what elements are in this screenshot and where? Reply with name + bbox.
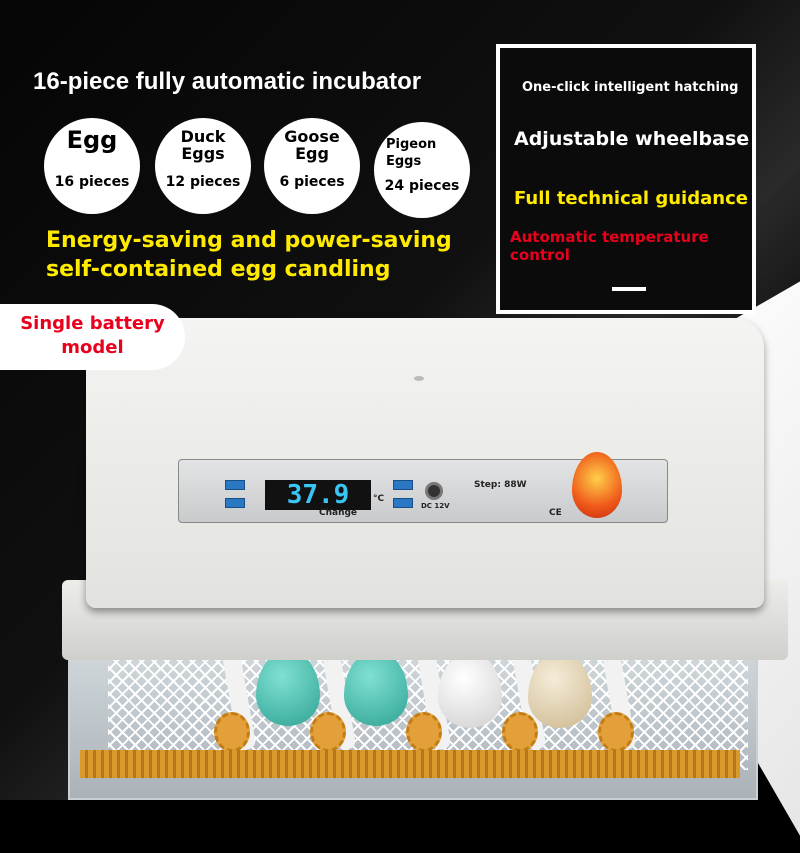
vent-hole [414,376,424,381]
feature-box: One-click intelligent hatching Adjustabl… [496,44,756,314]
mode-button[interactable] [225,498,245,508]
feature-guidance: Full technical guidance [514,188,748,209]
capacity-name: Egg [66,126,118,154]
capacity-egg: Egg 16 pieces [44,118,140,214]
capacity-count: 24 pieces [384,178,460,194]
slogan: Energy-saving and power-saving self-cont… [46,226,452,284]
capacity-count: 16 pieces [54,174,130,190]
capacity-name: Duck Eggs [180,127,226,163]
divider-mark [612,287,646,291]
unit-label: °C [373,494,385,504]
product-title: 16-piece fully automatic incubator [33,68,422,95]
temperature-display: 37.9 [265,480,371,510]
capacity-count: 12 pieces [165,174,241,190]
capacity-duck: Duck Eggs 12 pieces [155,118,251,214]
gear-rack [80,750,740,778]
set-button[interactable] [225,480,245,490]
power-label: DC 12V [421,502,450,510]
egg-teal [344,650,408,726]
power-jack-icon [425,482,443,500]
feature-temperature: Automatic temperature control [510,228,709,264]
capacity-count: 6 pieces [279,174,345,190]
minus-button[interactable] [393,498,413,508]
gear [310,712,346,752]
step-label: Step: 88W [474,480,527,490]
feature-hatching: One-click intelligent hatching [522,80,739,95]
candled-egg [572,452,622,518]
gear [598,712,634,752]
feature-wheelbase: Adjustable wheelbase [514,128,750,150]
slogan-line: Energy-saving and power-saving [46,228,452,253]
gear [502,712,538,752]
capacity-pigeon: Pigeon Eggs 24 pieces [374,122,470,218]
change-label: Change [319,508,358,518]
plus-button[interactable] [393,480,413,490]
egg-teal [256,650,320,726]
egg-white [438,652,502,728]
gear [214,712,250,752]
gear [406,712,442,752]
capacity-goose: Goose Egg 6 pieces [264,118,360,214]
capacity-name: Pigeon Eggs [386,137,437,169]
egg-beige [528,652,592,728]
capacity-name: Goose Egg [284,127,340,163]
ce-mark: CE [549,508,562,518]
battery-badge: Single battery model [0,304,185,370]
slogan-line: self-contained egg candling [46,257,391,282]
